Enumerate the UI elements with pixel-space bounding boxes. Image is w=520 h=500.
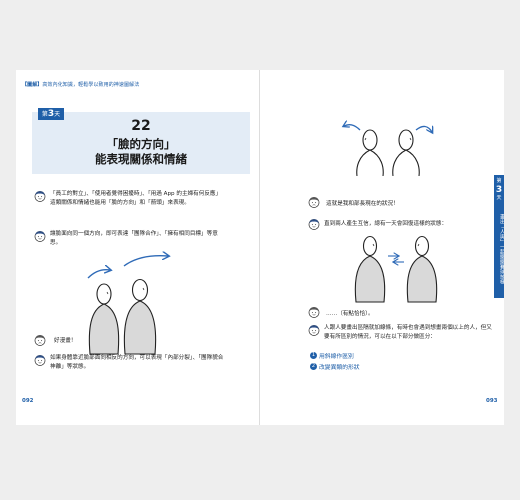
chapter-badge-prefix: 第 <box>41 111 48 118</box>
paragraph-1: 「員工的對立」、「使用者覺得困擾時」、「用過 App 的主婦有何反應」這類關係和… <box>50 191 222 206</box>
running-head-text: 高效內化知識，輕鬆學以致用的神速圖解法 <box>42 82 140 88</box>
person-figure-right <box>406 235 438 303</box>
title-line-2: 能表現關係和情緒 <box>95 152 187 166</box>
person-face-icon <box>34 191 46 202</box>
paragraph-2: 人跟人要畫出區隔就加線條，有時也會遇到想畫兩個以上的人，但又要有所區別的情況，可… <box>324 325 492 340</box>
side-tab-label: 畫出「人與」一起擺擺賽球技樣 <box>499 214 504 284</box>
person-face-icon <box>34 231 46 242</box>
side-tab-chapter: 第 3 天 <box>494 178 504 202</box>
direction-arrow-long <box>123 256 168 267</box>
person-figure-left <box>88 283 120 355</box>
facing-away-illustration <box>338 116 438 176</box>
person-face-icon <box>308 325 320 336</box>
worried-person-face-icon <box>34 335 46 346</box>
page-number-right: 093 <box>486 398 498 404</box>
running-head: 【圖解】高效內化知識，輕鬆學以致用的神速圖解法 <box>22 81 139 88</box>
worried-person-face-icon <box>308 197 320 208</box>
speech-1: 好漫畫！ <box>54 338 77 344</box>
away-arrow-left <box>344 125 361 131</box>
same-direction-illustration <box>87 250 186 355</box>
chapter-badge: 第3天 <box>38 108 64 120</box>
chapter-badge-suffix: 天 <box>54 111 61 118</box>
side-tab-prefix: 第 <box>496 178 502 184</box>
person-figure-right <box>123 278 157 355</box>
list-text: 改變異類的形狀 <box>319 365 360 371</box>
speech-2: ……（有點恰恰）。 <box>326 311 374 317</box>
paragraph-3: 如果身體靠近臉部面向相反的方向，可以表現「內部分裂」、「團隊貌合神離」等狀態。 <box>50 355 224 370</box>
right-page: 這就是我和部長現在的狀況！ 直到兩人產生互信，總有一天會回復這樣的狀態： <box>260 70 504 425</box>
title-line-1: 「臉的方向」 <box>106 137 176 151</box>
running-head-tag: 【圖解】 <box>22 82 43 88</box>
person-figure-right <box>392 129 420 176</box>
person-figure-left <box>356 129 384 176</box>
section-number: 22 <box>131 118 151 134</box>
person-face-icon <box>34 355 46 366</box>
person-figure-left <box>354 235 386 303</box>
facing-each-other-illustration <box>354 235 438 303</box>
speech-1: 這就是我和部長現在的狀況！ <box>326 201 399 207</box>
chapter-badge-number: 3 <box>47 109 55 119</box>
person-face-icon <box>308 307 320 318</box>
title-box <box>32 112 250 174</box>
list-number: 1 <box>310 352 317 359</box>
left-page: 【圖解】高效內化知識，輕鬆學以致用的神速圖解法 第3天 22 「臉的方向」 能表… <box>16 70 260 425</box>
side-tab-suffix: 天 <box>496 195 502 201</box>
chapter-side-tab: 第 3 天 畫出「人與」一起擺擺賽球技樣 <box>494 175 504 298</box>
direction-arrow-short <box>87 270 110 279</box>
paragraph-1: 直到兩人產生互信，總有一天會回復這樣的狀態： <box>324 221 448 227</box>
person-face-icon <box>308 219 320 230</box>
away-arrow-right <box>415 126 432 132</box>
page-number-left: 092 <box>22 398 34 404</box>
list-number: 2 <box>310 363 317 370</box>
list-text: 用斜線作區別 <box>319 354 354 360</box>
paragraph-2: 讓臉面向同一個方向，即可表達「團隊合作」、「擁有相同目標」等意思。 <box>50 231 218 246</box>
side-tab-number: 3 <box>495 185 503 195</box>
